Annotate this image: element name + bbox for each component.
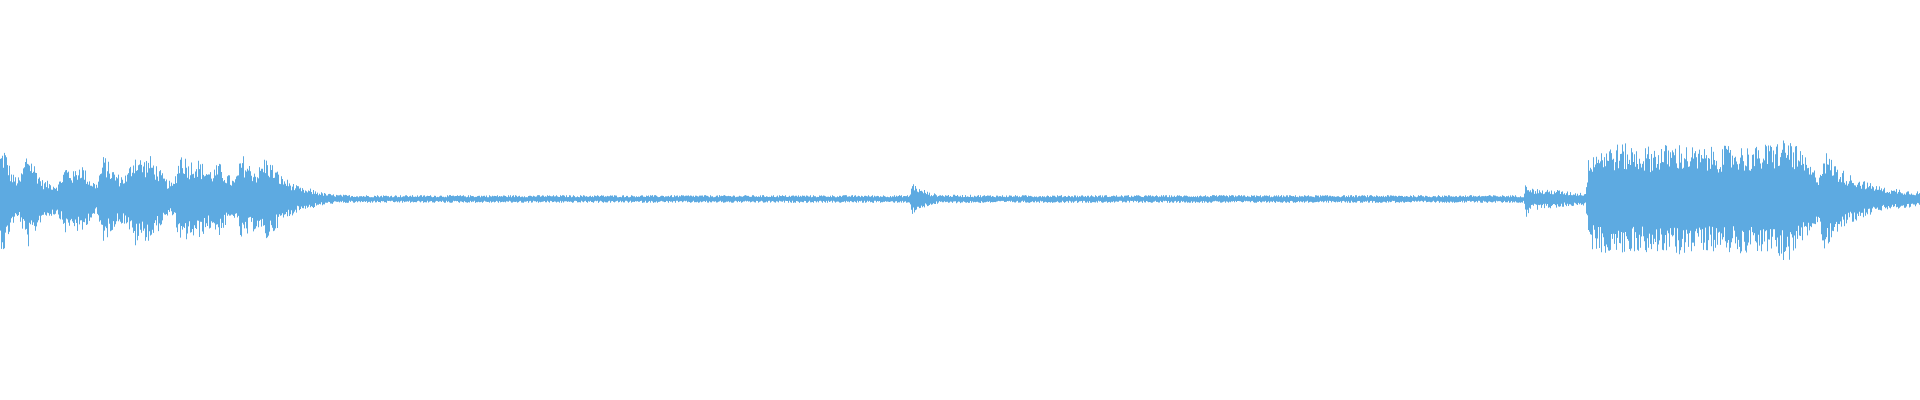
waveform-bars (0, 140, 1920, 260)
waveform-path (0, 140, 1920, 260)
